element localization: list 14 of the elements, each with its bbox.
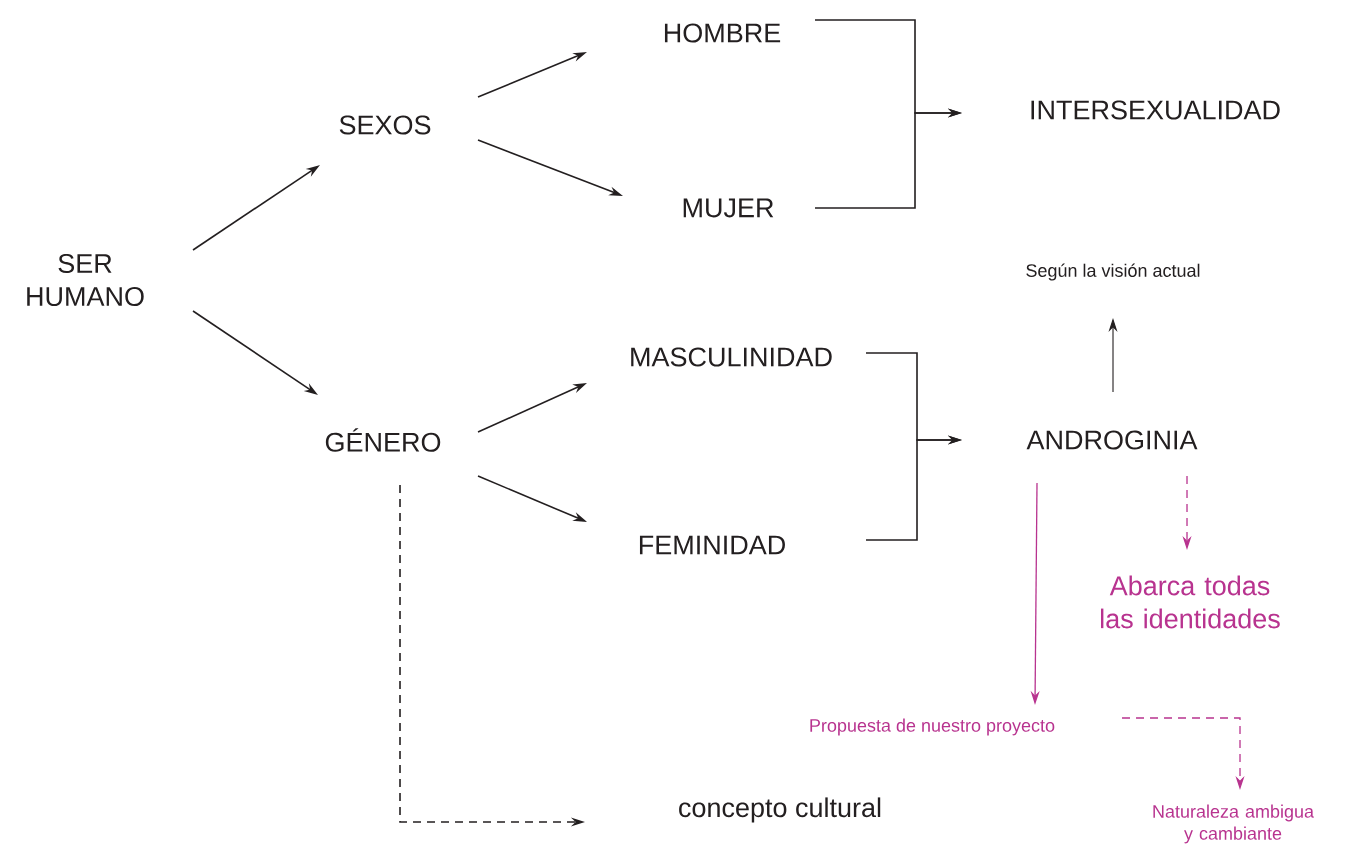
node-label: MASCULINIDAD <box>631 347 832 367</box>
node-label: SEXOS <box>339 115 431 135</box>
node-label: HOMBRE <box>664 23 781 43</box>
note-text: Naturaleza ambigua y cambiante <box>1153 804 1314 844</box>
node-label: FEMINIDAD <box>639 535 785 555</box>
node-label: GÉNERO <box>325 428 441 452</box>
node-label: INTERSEXUALIDAD <box>1031 100 1280 120</box>
node-label: ANDROGINIA <box>1026 430 1198 450</box>
note-text: Abarca todas las identidades <box>1101 575 1280 629</box>
note-text: Según la visión actual <box>1026 263 1200 281</box>
node-label: SER HUMANO <box>27 253 144 307</box>
node-label: MUJER <box>683 198 774 218</box>
node-label: concepto cultural <box>679 797 881 823</box>
note-text: Propuesta de nuestro proyecto <box>810 718 1055 736</box>
